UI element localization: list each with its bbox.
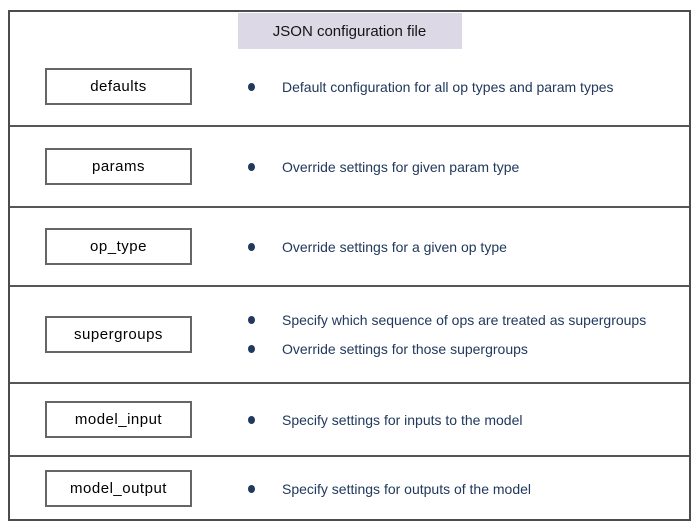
label-box-params: params [45, 148, 192, 185]
bullet-list: Specify settings for inputs to the model [248, 412, 522, 428]
bullet-list: Override settings for given param type [248, 159, 519, 175]
bullet-text: Specify settings for inputs to the model [282, 411, 523, 428]
bullet-item: Override settings for those supergroups [248, 341, 646, 357]
bullet-item: Override settings for a given op type [248, 239, 507, 255]
bullet-text: Specify settings for outputs of the mode… [282, 480, 532, 497]
bullet-list: Default configuration for all op types a… [248, 79, 614, 95]
bullet-icon [248, 484, 255, 493]
bullet-list: Specify settings for outputs of the mode… [248, 481, 531, 497]
section-model-input: model_input Specify settings for inputs … [10, 382, 689, 455]
label-box-defaults: defaults [45, 68, 192, 105]
label-box-model-output: model_output [45, 470, 192, 507]
bullet-text: Override settings for given param type [282, 158, 520, 175]
bullet-text: Override settings for those supergroups [282, 341, 528, 357]
bullet-text: Default configuration for all op types a… [282, 78, 614, 95]
bullet-item: Specify settings for inputs to the model [248, 412, 522, 428]
label-box-supergroups: supergroups [45, 316, 192, 353]
bullet-icon [248, 345, 255, 353]
section-supergroups: supergroups Specify which sequence of op… [10, 285, 689, 382]
bullet-icon [248, 316, 255, 324]
diagram-frame: JSON configuration file defaults Default… [8, 10, 691, 521]
bullet-icon [248, 162, 255, 171]
bullet-icon [248, 415, 255, 424]
bullet-text: Specify which sequence of ops are treate… [282, 312, 647, 328]
bullet-icon [248, 242, 255, 251]
section-model-output: model_output Specify settings for output… [10, 455, 689, 520]
bullet-item: Specify settings for outputs of the mode… [248, 481, 531, 497]
label-box-model-input: model_input [45, 401, 192, 438]
label-box-op-type: op_type [45, 228, 192, 265]
bullet-list: Override settings for a given op type [248, 239, 507, 255]
section-op-type: op_type Override settings for a given op… [10, 206, 689, 285]
diagram-title: JSON configuration file [237, 13, 462, 49]
bullet-icon [248, 82, 255, 91]
bullet-item: Override settings for given param type [248, 159, 519, 175]
section-defaults: JSON configuration file defaults Default… [10, 13, 689, 125]
bullet-item: Specify which sequence of ops are treate… [248, 312, 646, 328]
bullet-text: Override settings for a given op type [282, 238, 507, 255]
bullet-item: Default configuration for all op types a… [248, 79, 614, 95]
section-params: params Override settings for given param… [10, 125, 689, 206]
defaults-row-content: defaults Default configuration for all o… [10, 49, 689, 124]
bullet-list: Specify which sequence of ops are treate… [248, 312, 646, 357]
